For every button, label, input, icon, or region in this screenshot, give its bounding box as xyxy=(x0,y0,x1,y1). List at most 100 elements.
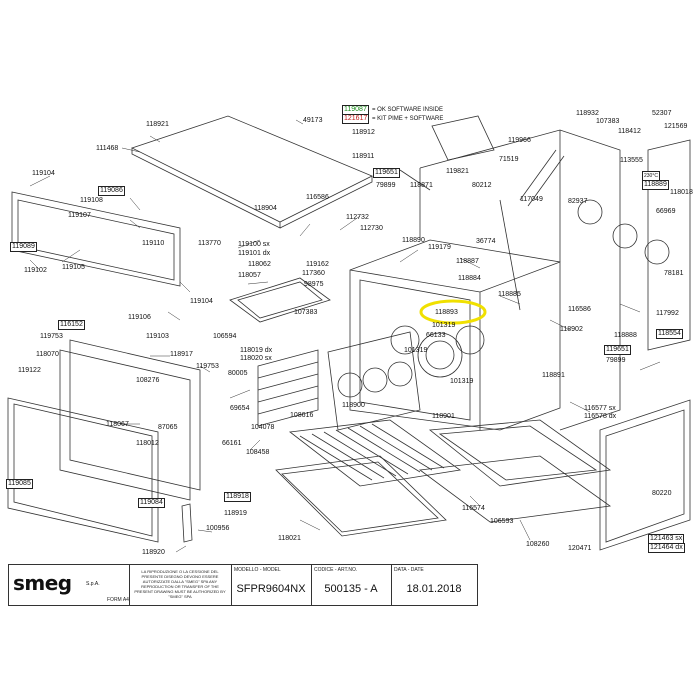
part-label: 119107 xyxy=(68,212,91,219)
part-label: 108458 xyxy=(246,449,270,456)
door-inner-frame xyxy=(69,339,201,491)
part-label: 118904 xyxy=(254,205,277,212)
part-label: 113770 xyxy=(198,240,221,247)
bottom-plate xyxy=(418,455,612,523)
part-label: 118070 xyxy=(36,351,59,358)
part-label: 118018 xyxy=(670,189,693,196)
form-size: FORM A4 xyxy=(107,597,129,603)
part-label: 107383 xyxy=(596,118,620,125)
date-header: DATA - DATE xyxy=(394,567,424,573)
part-label: 119084 xyxy=(138,498,165,508)
part-label: 116577 sx xyxy=(584,405,616,412)
part-label: 118932 xyxy=(576,110,599,117)
part-label: 121569 xyxy=(664,123,688,130)
part-label: 118412 xyxy=(618,128,641,135)
part-label: 119821 xyxy=(446,168,469,175)
date-value: 18.01.2018 xyxy=(406,583,462,595)
part-label: 118020 sx xyxy=(240,355,272,362)
brand-cell: smeg S.p.A. FORM A4 xyxy=(9,565,130,605)
part-label: 118891 xyxy=(542,372,565,379)
part-label: 119106 xyxy=(128,314,151,321)
part-label: 106593 xyxy=(490,518,514,525)
baking-tray xyxy=(275,455,447,537)
part-label: 79899 xyxy=(376,182,396,189)
part-label: 98975 xyxy=(304,281,324,288)
part-label: 118900 xyxy=(342,402,365,409)
part-label: 82937 xyxy=(568,198,588,205)
part-label: 111468 xyxy=(96,145,119,152)
door-hinge xyxy=(181,503,193,543)
part-label: 118917 xyxy=(170,351,193,358)
part-label: 71519 xyxy=(499,156,519,163)
part-label-highlighted: 118893 xyxy=(435,309,458,316)
model-cell: MODELLO - MODEL SFPR9604NX xyxy=(231,565,312,605)
part-label: 119101 dx xyxy=(238,250,271,257)
part-label: 119104 xyxy=(32,170,55,177)
side-rack xyxy=(257,349,319,427)
part-label: 116586 xyxy=(568,306,591,313)
part-label: 119104 xyxy=(190,298,213,305)
part-label: 119651 xyxy=(604,345,631,355)
outer-casing xyxy=(419,129,621,431)
part-label: 119103 xyxy=(146,333,169,340)
model-header: MODELLO - MODEL xyxy=(234,567,281,573)
legend-ok-text: = OK SOFTWARE INSIDE xyxy=(372,107,443,113)
part-label: 118884 xyxy=(458,275,481,282)
legend-kit-text: = KIT PIME + SOFTWARE xyxy=(372,116,444,122)
convection-fan xyxy=(417,332,463,378)
part-label: 119105 xyxy=(62,264,85,271)
part-label: 101319 xyxy=(450,378,474,385)
control-panel xyxy=(11,191,181,287)
bottom-element xyxy=(428,419,612,487)
part-label: 117360 xyxy=(302,270,325,277)
part-label: 118871 xyxy=(410,182,433,189)
part-label: 119108 xyxy=(80,197,103,204)
part-label: 80212 xyxy=(472,182,492,189)
part-label: 108260 xyxy=(526,541,550,548)
part-label: 49173 xyxy=(303,117,323,124)
part-label: 119753 xyxy=(196,363,219,370)
part-label: 101319 xyxy=(404,347,428,354)
part-label: 66161 xyxy=(222,440,242,447)
part-label: 87065 xyxy=(158,424,178,431)
part-label: 118919 xyxy=(224,510,247,517)
part-label: 116586 xyxy=(306,194,329,201)
part-label: 116574 xyxy=(462,505,485,512)
part-label: 66133 xyxy=(426,332,446,339)
part-label: 118902 xyxy=(560,326,583,333)
part-label: 118885 xyxy=(498,291,521,298)
part-label: 118554 xyxy=(656,329,683,339)
part-label: 120471 xyxy=(568,545,592,552)
part-label: 118888 xyxy=(614,332,637,339)
fan-cover xyxy=(327,331,421,431)
model-value: SFPR9604NX xyxy=(236,583,306,595)
part-label: 117049 xyxy=(520,196,543,203)
part-label: 100956 xyxy=(206,525,230,532)
part-label: 119100 sx xyxy=(238,241,270,248)
rear-panel xyxy=(599,399,691,551)
code-header: CODICE - ART.NO. xyxy=(314,567,358,573)
code-value: 500135 - A xyxy=(324,583,378,595)
part-label: 119089 xyxy=(10,242,37,252)
part-label: 78181 xyxy=(664,270,684,277)
part-label: 119753 xyxy=(40,333,63,340)
part-label: 119086 xyxy=(98,186,125,196)
legend-kit-code: 121617 xyxy=(342,114,370,124)
part-label: 118057 xyxy=(238,272,261,279)
part-label: 113555 xyxy=(620,157,643,164)
heating-element xyxy=(229,277,331,323)
cooling-fan xyxy=(577,199,603,225)
door-outer-glass xyxy=(7,397,159,543)
part-label: 119651 xyxy=(373,168,400,178)
part-label: 119122 xyxy=(18,367,41,374)
part-label: 66969 xyxy=(656,208,676,215)
part-label: 118887 xyxy=(456,258,479,265)
part-label: 118911 xyxy=(352,153,375,160)
part-label: 79899 xyxy=(606,357,626,364)
part-label: 118012 xyxy=(136,440,159,447)
part-label: 119102 xyxy=(24,267,47,274)
title-block: smeg S.p.A. FORM A4 LA RIPRODUZIONE O LA… xyxy=(8,564,478,606)
part-label: 106594 xyxy=(213,333,237,340)
part-label: 118019 dx xyxy=(240,347,273,354)
part-label: 118890 xyxy=(402,237,425,244)
